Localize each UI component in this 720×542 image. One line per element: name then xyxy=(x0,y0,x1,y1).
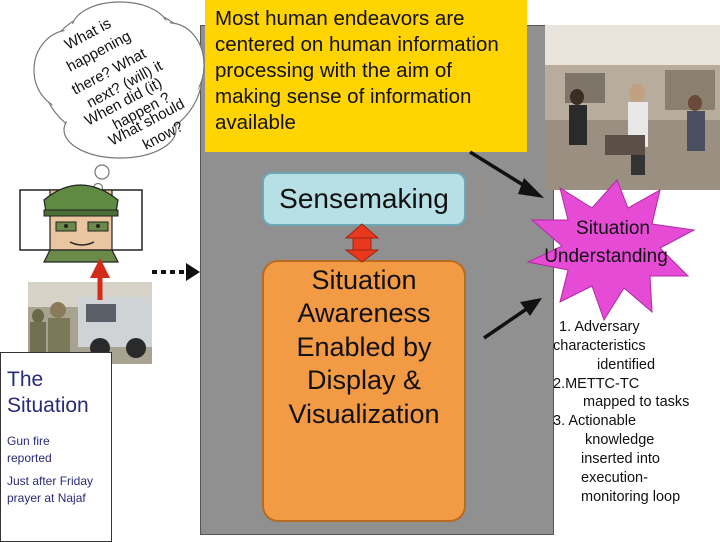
situation-title-line: Situation xyxy=(7,394,89,418)
sa-line: Awareness xyxy=(297,298,431,329)
list-line: identified xyxy=(597,356,656,373)
understanding-line: Understanding xyxy=(544,246,668,267)
soldier-icon xyxy=(19,184,143,263)
list-line: execution- xyxy=(581,469,648,486)
red-up-arrow xyxy=(90,258,110,300)
list-line: 3. Actionable xyxy=(553,413,637,430)
list-line: characteristics xyxy=(553,337,646,354)
understanding-line: Situation xyxy=(576,218,650,239)
sa-line: Enabled by xyxy=(296,331,432,362)
situation-title-line: The xyxy=(7,368,44,391)
situation-awareness-text: Situation Awareness Enabled by Display &… xyxy=(264,262,464,431)
awareness-to-list-arrow xyxy=(483,298,542,340)
callout-to-understanding-arrow xyxy=(469,150,544,198)
list-line: knowledge xyxy=(585,432,655,449)
list-line: mapped to tasks xyxy=(583,394,690,411)
callout-box: Most human endeavors are centered on hum… xyxy=(205,0,527,152)
situation-detail: Gun fire xyxy=(7,434,50,448)
the-situation-title: The Situation xyxy=(7,367,89,420)
the-situation-box: The Situation Gun fire reported Just aft… xyxy=(0,352,112,542)
street-scene-photo xyxy=(545,25,720,190)
situation-detail: reported xyxy=(7,451,52,465)
sa-line: Visualization xyxy=(288,398,440,429)
understanding-list: 1. Adversary characteristics identified … xyxy=(553,318,718,506)
situation-awareness-box: Situation Awareness Enabled by Display &… xyxy=(262,260,466,522)
double-arrow xyxy=(344,223,380,263)
soldier-vehicle-photo xyxy=(28,282,152,364)
situation-detail: Just after Friday xyxy=(7,474,94,488)
situation-understanding-starburst: Situation Understanding xyxy=(526,179,696,322)
list-line: monitoring loop xyxy=(581,488,681,505)
sa-line: Situation xyxy=(311,265,417,295)
sensemaking-box: Sensemaking xyxy=(262,172,466,226)
dashed-arrow xyxy=(152,263,200,281)
situation-detail: prayer at Najaf xyxy=(7,491,86,505)
thought-bubble: What is happening there? What next? (wil… xyxy=(33,1,205,204)
list-line: 1. Adversary xyxy=(559,319,640,335)
list-line: 2.METTC-TC xyxy=(553,375,640,392)
list-line: inserted into xyxy=(581,450,660,467)
sa-line: Display & xyxy=(306,365,422,396)
callout-text: Most human endeavors are centered on hum… xyxy=(215,7,499,135)
